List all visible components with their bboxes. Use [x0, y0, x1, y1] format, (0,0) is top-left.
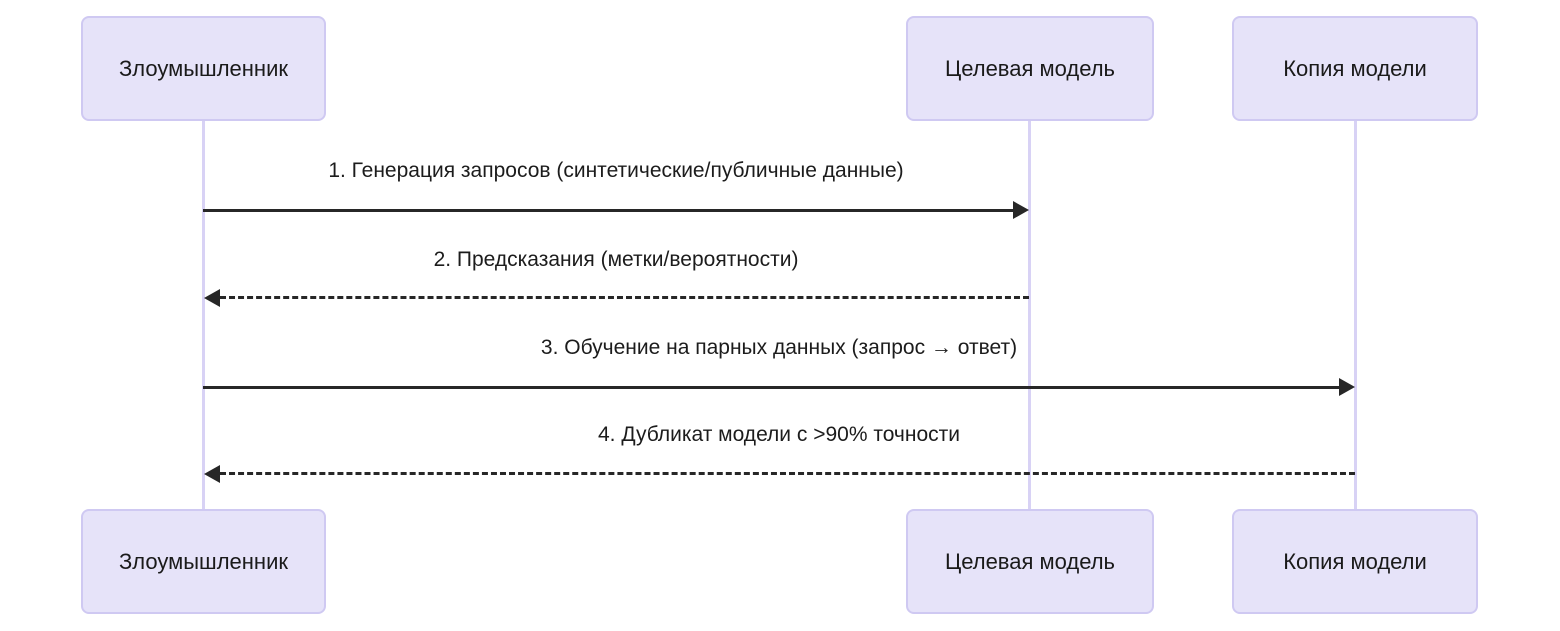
participant-box-model-copy-top[interactable]: Копия модели: [1232, 16, 1478, 121]
arrowhead-left-icon-4: [204, 465, 220, 483]
participant-label: Злоумышленник: [119, 548, 288, 574]
message-label-1: 1. Генерация запросов (синтетические/пуб…: [328, 159, 904, 182]
participant-box-attacker-bottom[interactable]: Злоумышленник: [81, 509, 326, 614]
message-line-3: [203, 386, 1339, 389]
message-label-3: 3. Обучение на парных данных (запрос → о…: [540, 336, 1018, 359]
message-label-4: 4. Дубликат модели с >90% точности: [598, 423, 960, 446]
message-label-2: 2. Предсказания (метки/вероятности): [433, 248, 799, 271]
participant-box-target-model-top[interactable]: Целевая модель: [906, 16, 1154, 121]
participant-label: Злоумышленник: [119, 55, 288, 81]
lifeline-target-model: [1028, 121, 1031, 511]
participant-label: Целевая модель: [944, 548, 1116, 574]
participant-label: Копия модели: [1283, 55, 1427, 81]
participant-box-model-copy-bottom[interactable]: Копия модели: [1232, 509, 1478, 614]
lifeline-model-copy: [1354, 121, 1357, 511]
arrowhead-right-icon-3: [1339, 378, 1355, 396]
participant-label: Копия модели: [1283, 548, 1427, 574]
lifeline-attacker: [202, 121, 205, 511]
message-line-2: [220, 296, 1029, 299]
arrowhead-left-icon-2: [204, 289, 220, 307]
message-line-1: [203, 209, 1013, 212]
participant-label: Целевая модель: [944, 55, 1116, 81]
message-line-4: [220, 472, 1355, 475]
participant-box-target-model-bottom[interactable]: Целевая модель: [906, 509, 1154, 614]
arrowhead-right-icon-1: [1013, 201, 1029, 219]
participant-box-attacker-top[interactable]: Злоумышленник: [81, 16, 326, 121]
